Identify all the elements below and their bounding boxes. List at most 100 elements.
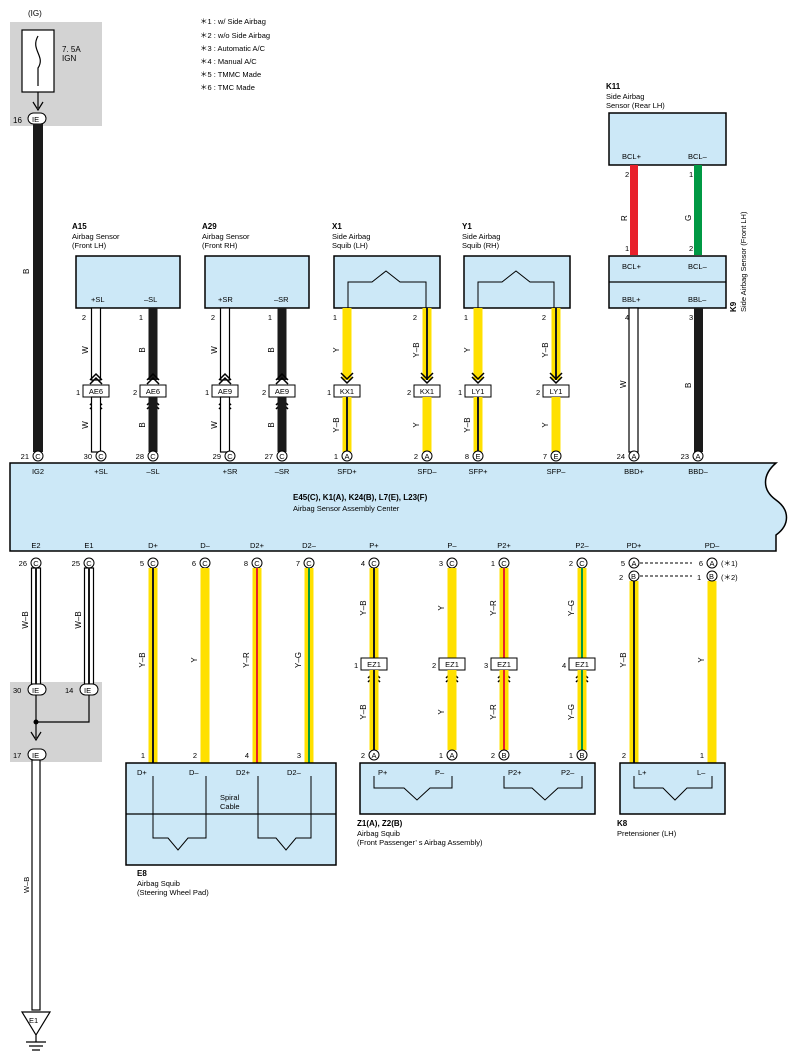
ecu-top-pin-3-num: 29 [213,452,221,461]
upper-wire-7-color: Y–B [541,342,550,357]
lower-wire-z-3-color: Y–G [567,600,576,616]
lower-wire-z-1 [447,568,457,658]
ecu-bottom-pin-7-conn: C [449,559,455,568]
upper-wire-4-color: Y [332,347,341,353]
upper-wire-7-pin: 2 [542,313,546,322]
z1-pin-2 [498,749,510,761]
connector-ez1-2-label: EZ1 [497,660,511,669]
ecu-top-pin-0-conn: C [35,452,41,461]
k9-pin-1: 1 [625,244,629,253]
connector-upper-1-label: AE6 [146,387,160,396]
junction-pin-17: 17 [13,751,21,760]
z1-term-4: P2– [561,768,575,777]
ground-icon [20,1011,52,1051]
y1-name: Side Airbag [462,232,500,241]
k8-name: Pretensioner (LH) [617,829,677,838]
upper-wire-2 [219,307,231,381]
ecu-bottom-label-7: P– [447,541,457,550]
upper-wire-7-stripe [555,308,557,380]
ecu-bottom-pin-4-conn: C [254,559,260,568]
lower-wire-z-lower-0-color: Y–B [359,704,368,719]
e8-pin-1: 2 [193,751,197,760]
upper-wire-5-color: Y–B [412,342,421,357]
a15-id: A15 [72,222,87,231]
notes-block: ＊1 : w/ Side Airbag ＊2 : w/o Side Airbag… [200,17,270,92]
lower-wire-e2-stripe [35,568,37,684]
z1-term-3: P2+ [508,768,522,777]
ecu-bottom-pin-3-num: 6 [192,559,196,568]
k11-term-2: BCL– [688,152,708,161]
connector-upper-6-pin: 1 [458,388,462,397]
a15-name: Airbag Sensor [72,232,120,241]
upper-wire-lower-2-color: W [210,421,219,429]
k8-id: K8 [617,819,628,828]
ecu-top-pin-7-num: 8 [465,452,469,461]
ecu-top-label-5: SFD+ [337,467,357,476]
lower-wire-z-lower-1-color: Y [437,709,446,715]
ecu-bottom-pin-4-num: 8 [244,559,248,568]
ecu-bottom-label-6: P+ [369,541,379,550]
fuse-pin: 16 [13,116,22,125]
k9-name: Side Airbag Sensor (Front LH) [739,211,748,312]
upper-chevron-0-icon [89,372,103,385]
ecu-top-pin-10 [692,450,704,462]
ecu-top-pin-3 [224,450,236,462]
connector-ez1-1-pin: 2 [432,661,436,670]
ecu-bottom-pin-6-num: 4 [361,559,365,568]
ecu-bottom-label-5: D2– [302,541,317,550]
ecu-top-pin-5-conn: A [344,452,349,461]
upper-wire-0-pin: 2 [82,313,86,322]
upper-wire-6-color: Y [463,347,472,353]
z1-pin-2-conn: B [501,751,506,760]
ecu-top-label-9: BBD+ [624,467,644,476]
ecu-bottom-pin-0-conn: C [33,559,39,568]
svg-text:＊4 : Manual A/C: ＊4 : Manual A/C [200,57,257,66]
upper-wire-lower-4-stripe [346,397,348,452]
wire-k11-r-color: R [620,215,629,221]
lower-wire-e8-1-color: Y [190,657,199,663]
ecu-bottom-pin-10-conn: A [631,559,636,568]
connector-upper-0-pin: 1 [76,388,80,397]
ecu-box [9,462,788,552]
z1-pin-0-conn: A [371,751,376,760]
junction-connector-14-label: IE [84,686,91,695]
lower-wire-e8-0-color: Y–B [138,652,147,667]
ecu-bottom-label-10: PD+ [627,541,642,550]
z1-term-2: P– [435,768,445,777]
k8-term-1: L+ [638,768,647,777]
connector-ez1-2-pin: 3 [484,661,488,670]
upper-wire-5-pin: 2 [413,313,417,322]
fuse-arrow-icon [32,101,44,112]
lower-wire-e8-0-stripe [152,568,154,763]
upper-chevron-6-icon [471,372,485,385]
ecu-top-pin-7 [472,450,484,462]
upper-wire-3-color: B [267,347,276,352]
junction-pin-14: 14 [65,686,73,695]
ecu-bottom-label-4: D2+ [250,541,265,550]
ecu-bottom-pin-5-num: 7 [296,559,300,568]
ecu-top-pin-8-conn: E [553,452,558,461]
wire-ground [31,759,41,1011]
ecu-bottom-pin-11 [706,557,718,569]
pd-plus-alt-pin: 2 [619,573,623,582]
a15-term-1: +SL [91,295,105,304]
lower-wire-z-lower-1 [447,670,457,750]
upper-wire-1-color: B [138,347,147,352]
z1-pin-1 [446,749,458,761]
ecu-bottom-label-3: D– [200,541,210,550]
upper-wire-lower-7-color: Y [541,422,550,428]
y1-squib-icon [477,270,555,313]
k9-term-3: BBL+ [622,295,641,304]
k8-term-2: L– [697,768,706,777]
ecu-top-pin-9-conn: A [631,452,636,461]
ecu-bottom-pin-9-num: 2 [569,559,573,568]
k9-id: K9 [729,301,738,312]
lower-wire-z-2-color: Y–R [489,600,498,616]
upper-wire-lower-3 [277,397,287,452]
ecu-bottom-pin-0-num: 26 [19,559,27,568]
k11-name-2: Sensor (Rear LH) [606,101,665,110]
svg-text:＊2 : w/o Side Airbag: ＊2 : w/o Side Airbag [200,31,270,40]
ecu-bottom-label-0: E2 [31,541,40,550]
ecu-bottom-pin-8-conn: C [501,559,507,568]
